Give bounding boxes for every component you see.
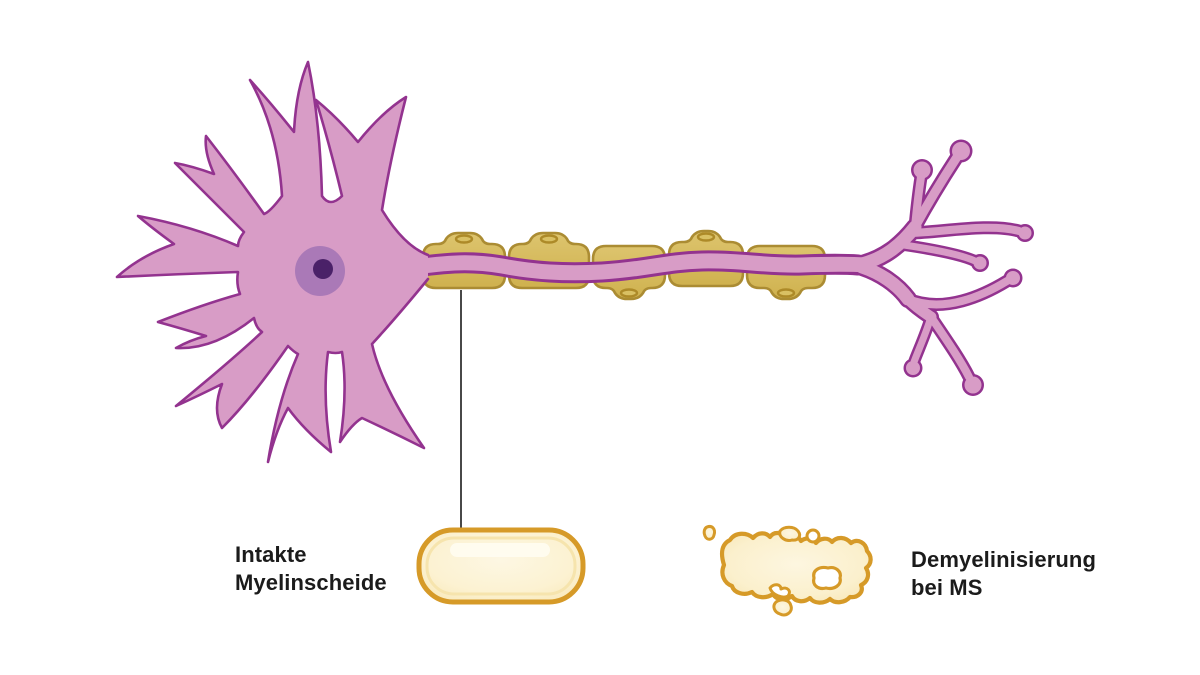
pill-sheen [450,543,550,557]
schwann-nucleus [776,288,796,298]
label-demyelination: Demyelinisierung bei MS [911,547,1096,600]
terminal-bulb [913,161,931,179]
pill-inner-rim [425,536,577,596]
terminal-bulb [973,256,987,270]
schwann-nucleus [619,288,639,298]
myelin-fragment [805,528,821,544]
axon [400,253,874,281]
synaptic-terminal-bulbs [906,142,1032,394]
schwann-nucleus [696,232,716,242]
schwann-nucleus [539,234,559,244]
myelin-fragment [778,525,802,542]
myelin-hole [812,565,842,591]
label-intact-myelin: Intakte Myelinscheide [235,542,387,595]
myelin-squiggle [768,583,791,599]
terminal-bulb [1018,226,1032,240]
intact-myelin-shape [416,527,586,605]
damaged-myelin-shape [702,525,873,617]
myelin-fragment [772,598,793,617]
axon-terminals [855,142,1032,394]
myelin-fragment [702,525,716,541]
terminal-bulb [906,361,920,375]
terminal-bulb [1006,271,1020,285]
nucleolus [313,259,333,279]
soma-and-dendrites [115,60,430,464]
terminal-bulb [964,376,982,394]
damaged-myelin-main [719,530,873,605]
schwann-cell-nuclei [454,232,796,298]
terminal-bulb [952,142,970,160]
schwann-nucleus [454,234,474,244]
